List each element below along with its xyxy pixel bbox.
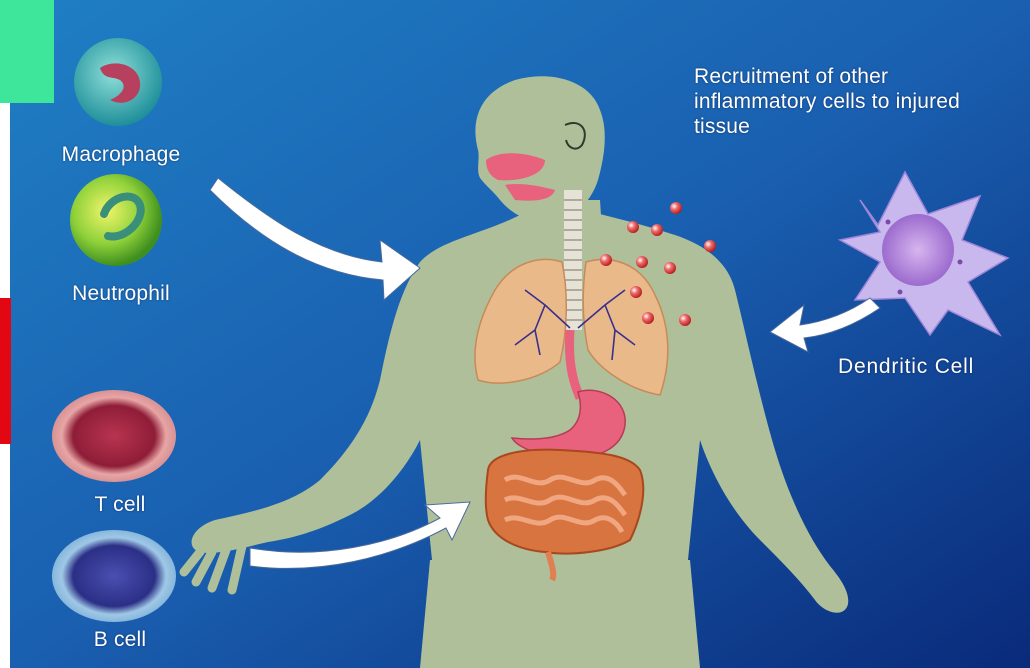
label-macrophage: Macrophage <box>62 143 181 167</box>
label-neutrophil: Neutrophil <box>72 282 170 306</box>
neutrophil-cell <box>70 174 162 266</box>
large-intestine <box>486 450 644 554</box>
label-t-cell: T cell <box>95 493 146 517</box>
label-b-cell: B cell <box>94 628 147 652</box>
b-cell <box>52 530 176 622</box>
t-cell <box>52 390 176 482</box>
accent-green-block <box>0 0 54 103</box>
label-dendritic-cell: Dendritic Cell <box>838 355 974 379</box>
macrophage-cell <box>74 38 162 126</box>
label-recruitment: Recruitment of other inflammatory cells … <box>694 64 974 139</box>
accent-red-block <box>0 298 11 444</box>
